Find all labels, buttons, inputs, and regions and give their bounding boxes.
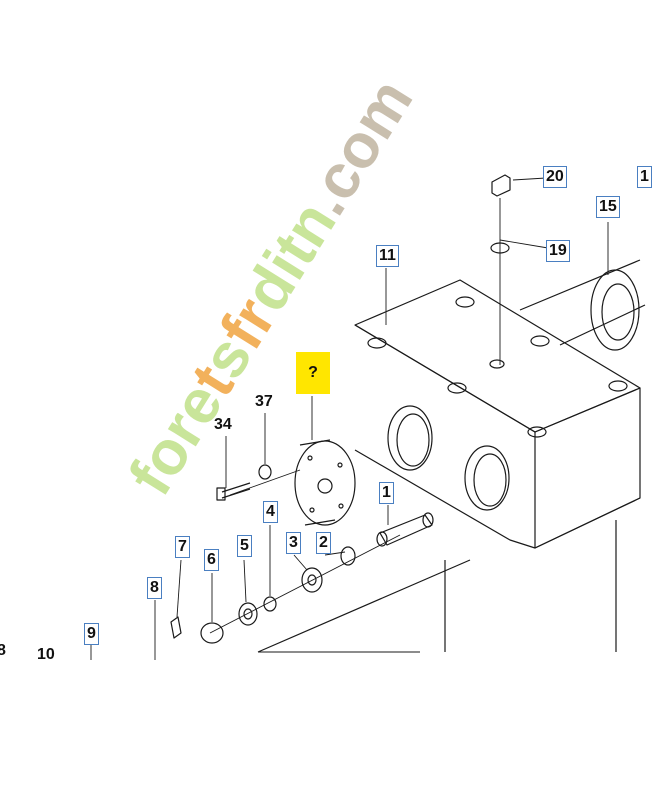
- part-label-37: 37: [255, 393, 273, 410]
- part-label-19: 19: [546, 240, 570, 262]
- highlighted-label: ?: [296, 352, 330, 394]
- housing-right-face: [534, 387, 641, 549]
- bearing: [301, 567, 323, 593]
- housing-hole: [489, 359, 505, 369]
- housing-hole: [367, 337, 387, 349]
- bolt: [221, 482, 251, 499]
- bore-lower: [464, 445, 510, 511]
- part-label-8: 8: [147, 577, 162, 599]
- housing-hole: [447, 382, 467, 394]
- part-label-edge-right: 1: [637, 166, 652, 188]
- housing-hole: [530, 335, 550, 347]
- part-label-7: 7: [175, 536, 190, 558]
- cover-plate-side: [299, 439, 336, 526]
- part-label-9: 9: [84, 623, 99, 645]
- part-label-20: 20: [543, 166, 567, 188]
- part-label-5: 5: [237, 535, 252, 557]
- washer-4: [263, 596, 277, 612]
- housing-hole: [608, 380, 628, 392]
- part-label-6: 6: [204, 549, 219, 571]
- cover-plate-center: [317, 478, 333, 494]
- washer-37: [258, 464, 272, 480]
- housing-hole: [455, 296, 475, 308]
- bore-upper: [387, 405, 433, 471]
- washer-5: [238, 602, 258, 626]
- cover-plate: [294, 440, 356, 526]
- bore-upper-inner: [396, 413, 430, 467]
- part-label-edge-bottom: 10: [37, 646, 55, 663]
- part-label-34: 34: [214, 416, 232, 433]
- bore-lower-inner: [473, 453, 507, 507]
- part-label-1: 1: [379, 482, 394, 504]
- plug: [491, 174, 511, 197]
- part-label-4: 4: [263, 501, 278, 523]
- part-label-15: 15: [596, 196, 620, 218]
- flange-ring-inner: [601, 283, 635, 341]
- ring-6: [200, 622, 224, 644]
- pin: [170, 616, 182, 639]
- housing-hole: [527, 426, 547, 438]
- part-label-3: 3: [286, 532, 301, 554]
- part-label-2: 2: [316, 532, 331, 554]
- part-label-edge-left: 8: [0, 642, 6, 659]
- housing-edge-bottom: [534, 497, 641, 549]
- circlip: [340, 546, 356, 566]
- cylinder-extension: [519, 259, 646, 346]
- part-label-11: 11: [376, 245, 399, 267]
- housing-front-face: [354, 324, 536, 549]
- flange-ring: [590, 269, 640, 351]
